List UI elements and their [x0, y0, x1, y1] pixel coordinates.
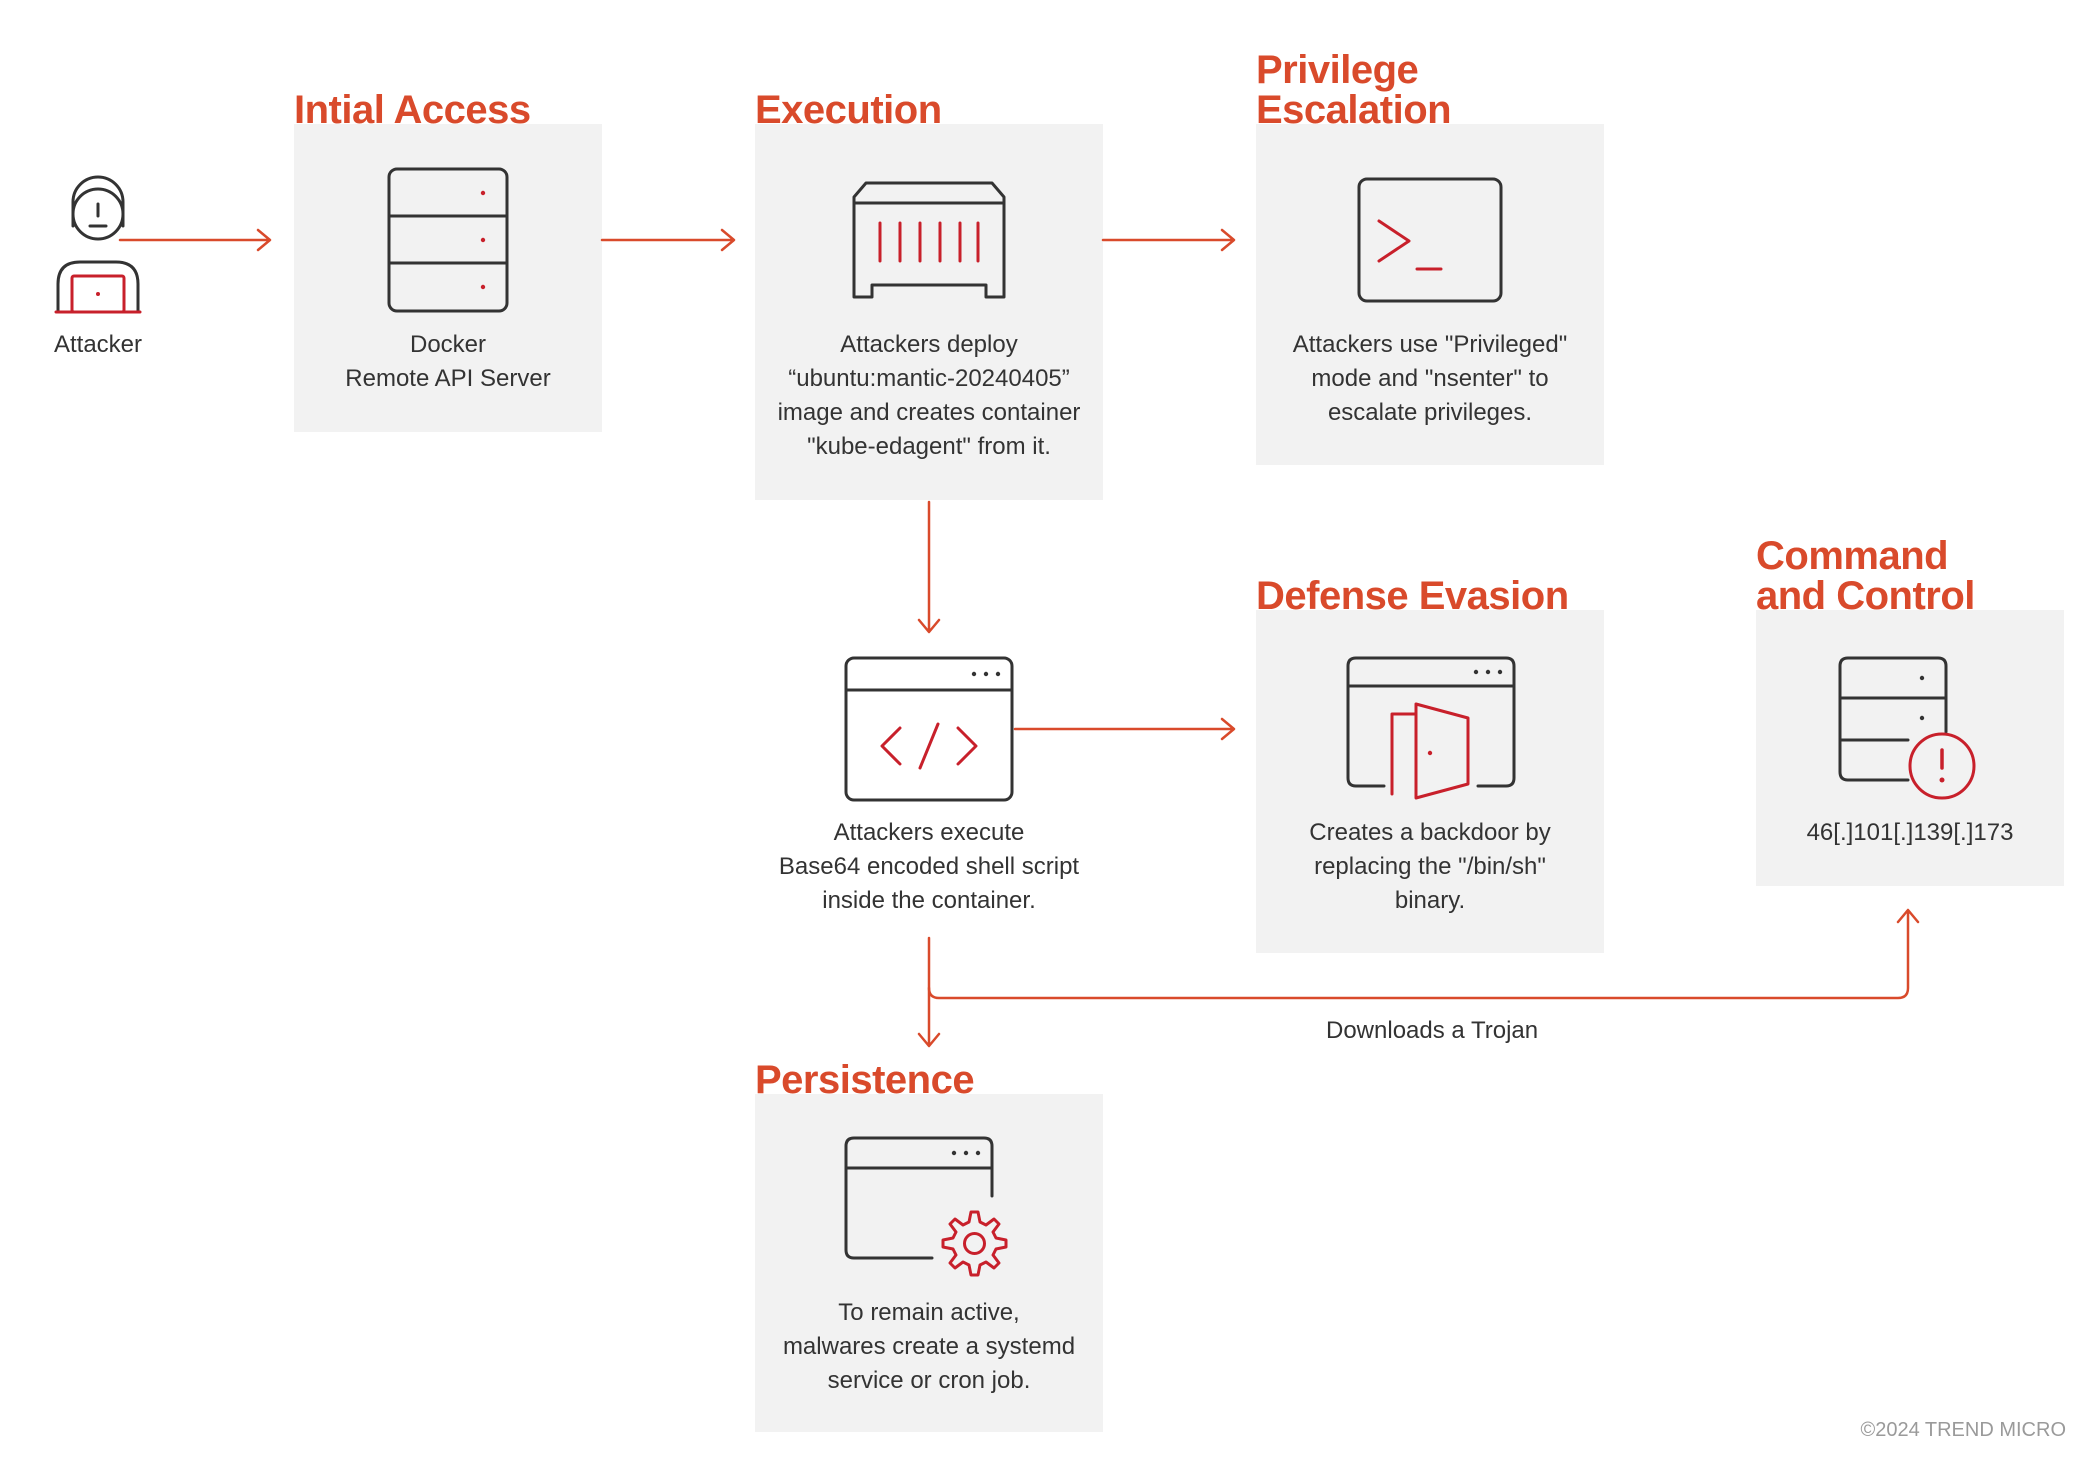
defense-evasion-title: Defense Evasion — [1256, 574, 1569, 618]
terminal-icon — [1357, 177, 1503, 303]
copyright: ©2024 TREND MICRO — [1860, 1419, 2066, 1441]
persistence-box — [755, 1094, 1103, 1432]
arrow-execution-to-script — [917, 500, 941, 634]
command-and-control-title: Command and Control — [1756, 534, 1975, 618]
persistence-desc: To remain active, malwares create a syst… — [782, 1299, 1076, 1394]
privilege-escalation-desc: Attackers use "Privileged" mode and "nse… — [1292, 331, 1568, 426]
defense-evasion-desc: Creates a backdoor by replacing the "/bi… — [1309, 819, 1551, 914]
arrow-initial-access-to-execution — [600, 228, 736, 252]
container-icon — [852, 181, 1006, 299]
code-window-icon — [844, 656, 1014, 802]
execution-title: Execution — [755, 88, 942, 132]
command-and-control-desc: 46[.]101[.]139[.]173 — [1806, 819, 2014, 846]
execution-desc: Attackers deploy “ubuntu:mantic-20240405… — [777, 331, 1081, 460]
script-execution-desc: Attackers execute Base64 encoded shell s… — [778, 819, 1080, 914]
initial-access-desc: Docker Remote API Server — [345, 331, 551, 392]
backdoor-icon — [1346, 656, 1516, 800]
attacker-label: Attacker — [53, 331, 143, 358]
initial-access-title: Intial Access — [294, 88, 531, 132]
privilege-escalation-title: Privilege Escalation — [1256, 48, 1452, 132]
trojan-edge-label: Downloads a Trojan — [1326, 1017, 1539, 1044]
initial-access-box — [294, 124, 602, 432]
arrow-script-to-defense-evasion — [1013, 717, 1236, 741]
defense-evasion-box — [1256, 610, 1604, 953]
execution-box — [755, 124, 1103, 500]
server-icon — [387, 167, 509, 313]
attacker-icon — [54, 175, 142, 314]
server-alert-icon — [1838, 656, 1976, 800]
arrow-trojan-to-command-and-control — [927, 908, 1920, 1000]
arrow-attacker-to-initial-access — [118, 228, 272, 252]
privilege-escalation-box — [1256, 124, 1604, 465]
window-gear-icon — [844, 1136, 1008, 1277]
persistence-title: Persistence — [755, 1058, 975, 1102]
arrow-execution-to-privilege-escalation — [1101, 228, 1236, 252]
command-and-control-box — [1756, 610, 2064, 886]
